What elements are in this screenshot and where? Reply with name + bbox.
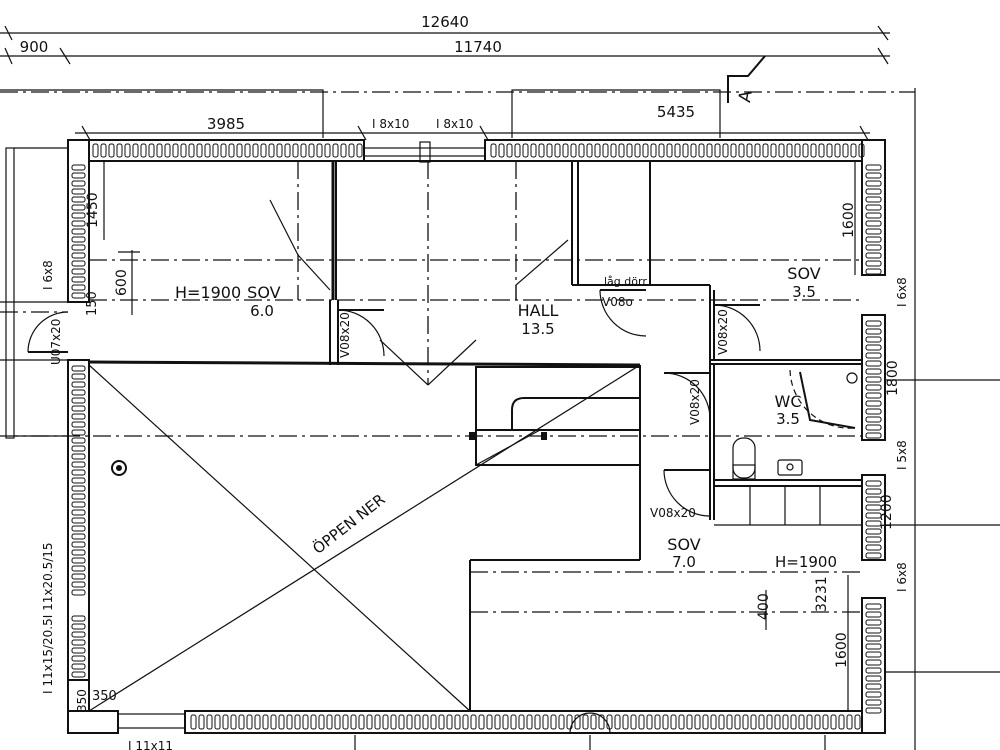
room-sov-right-area: 3.5 bbox=[792, 283, 816, 301]
doors bbox=[27, 199, 761, 734]
room-hall-area: 13.5 bbox=[521, 320, 554, 338]
dim-3231-label: 3231 bbox=[814, 576, 830, 612]
dim-3985-label: 3985 bbox=[207, 115, 245, 133]
window-bottom-label: I 11x11 bbox=[128, 739, 173, 750]
room-sov-bottom-area: 7.0 bbox=[672, 553, 696, 571]
door-v08x20-left-label: V08x20 bbox=[338, 312, 352, 358]
room-sov-right-label: SOV bbox=[787, 264, 820, 283]
door-v08o-label: V08o bbox=[602, 295, 633, 309]
dim-600-label: 600 bbox=[114, 269, 130, 296]
dim-overall-label: 12640 bbox=[421, 13, 469, 31]
centre-lines bbox=[0, 161, 1000, 750]
window-6x8-left-label: I 6x8 bbox=[41, 260, 55, 290]
room-sov-bottom-label: SOV bbox=[667, 535, 700, 554]
door-v08x20-right-label: V08x20 bbox=[716, 309, 730, 355]
window-6x8-right-label: I 6x8 bbox=[895, 277, 909, 307]
dim-1600-bottom-label: 1600 bbox=[834, 632, 850, 668]
dim-150-label: 150 bbox=[85, 291, 100, 316]
window-5x8-label: I 5x8 bbox=[895, 440, 909, 470]
room-sov-bottom-height: H=1900 bbox=[775, 553, 837, 571]
window-side-left-label: I 11x15/20.5I 11x20.5/15 bbox=[41, 542, 55, 694]
dim-400-label: 400 bbox=[756, 593, 772, 620]
room-wc-area: 3.5 bbox=[776, 410, 800, 428]
inner-dimensions: 1450 600 150 1600 1800 1200 3231 400 160… bbox=[0, 161, 901, 712]
room-sov-left-area: 6.0 bbox=[250, 302, 274, 320]
door-v08x20-bottom-label: V08x20 bbox=[650, 506, 696, 520]
open-void: ÖPPEN NER bbox=[88, 364, 641, 712]
door-u07x20-label: U07x20 bbox=[49, 319, 63, 365]
dim-1200-label: 1200 bbox=[879, 494, 895, 530]
dim-5435-label: 5435 bbox=[657, 103, 695, 121]
window-8x10-left-label: I 8x10 bbox=[372, 117, 409, 131]
wc-fixtures bbox=[732, 369, 858, 480]
section-marker: A bbox=[735, 89, 757, 104]
window-8x10-right-label: I 8x10 bbox=[436, 117, 473, 131]
dim-350-label: 350 bbox=[92, 689, 117, 704]
low-door-label: låg dörr bbox=[604, 275, 647, 288]
dim-1600-top-label: 1600 bbox=[841, 202, 857, 238]
dim-1800-label: 1800 bbox=[885, 360, 901, 396]
dim-900-label: 900 bbox=[20, 38, 49, 56]
window-6x8-lower-label: I 6x8 bbox=[895, 562, 909, 592]
room-hall-label: HALL bbox=[518, 301, 559, 320]
dim-1450-label: 1450 bbox=[85, 192, 101, 228]
interior-walls bbox=[88, 161, 862, 711]
opening-labels: låg dörr V08o V08x20 V08x20 V08x20 V08x2… bbox=[41, 260, 909, 750]
room-wc-label: WC bbox=[775, 392, 802, 411]
dim-350b-label: 350 bbox=[75, 689, 89, 712]
top-dimensions: 12640 900 11740 3985 I 8x10 I 8x10 5435 … bbox=[0, 13, 916, 750]
outer-walls bbox=[5, 139, 886, 734]
dim-11740-label: 11740 bbox=[454, 38, 502, 56]
door-v08x20-wc-label: V08x20 bbox=[688, 379, 702, 425]
